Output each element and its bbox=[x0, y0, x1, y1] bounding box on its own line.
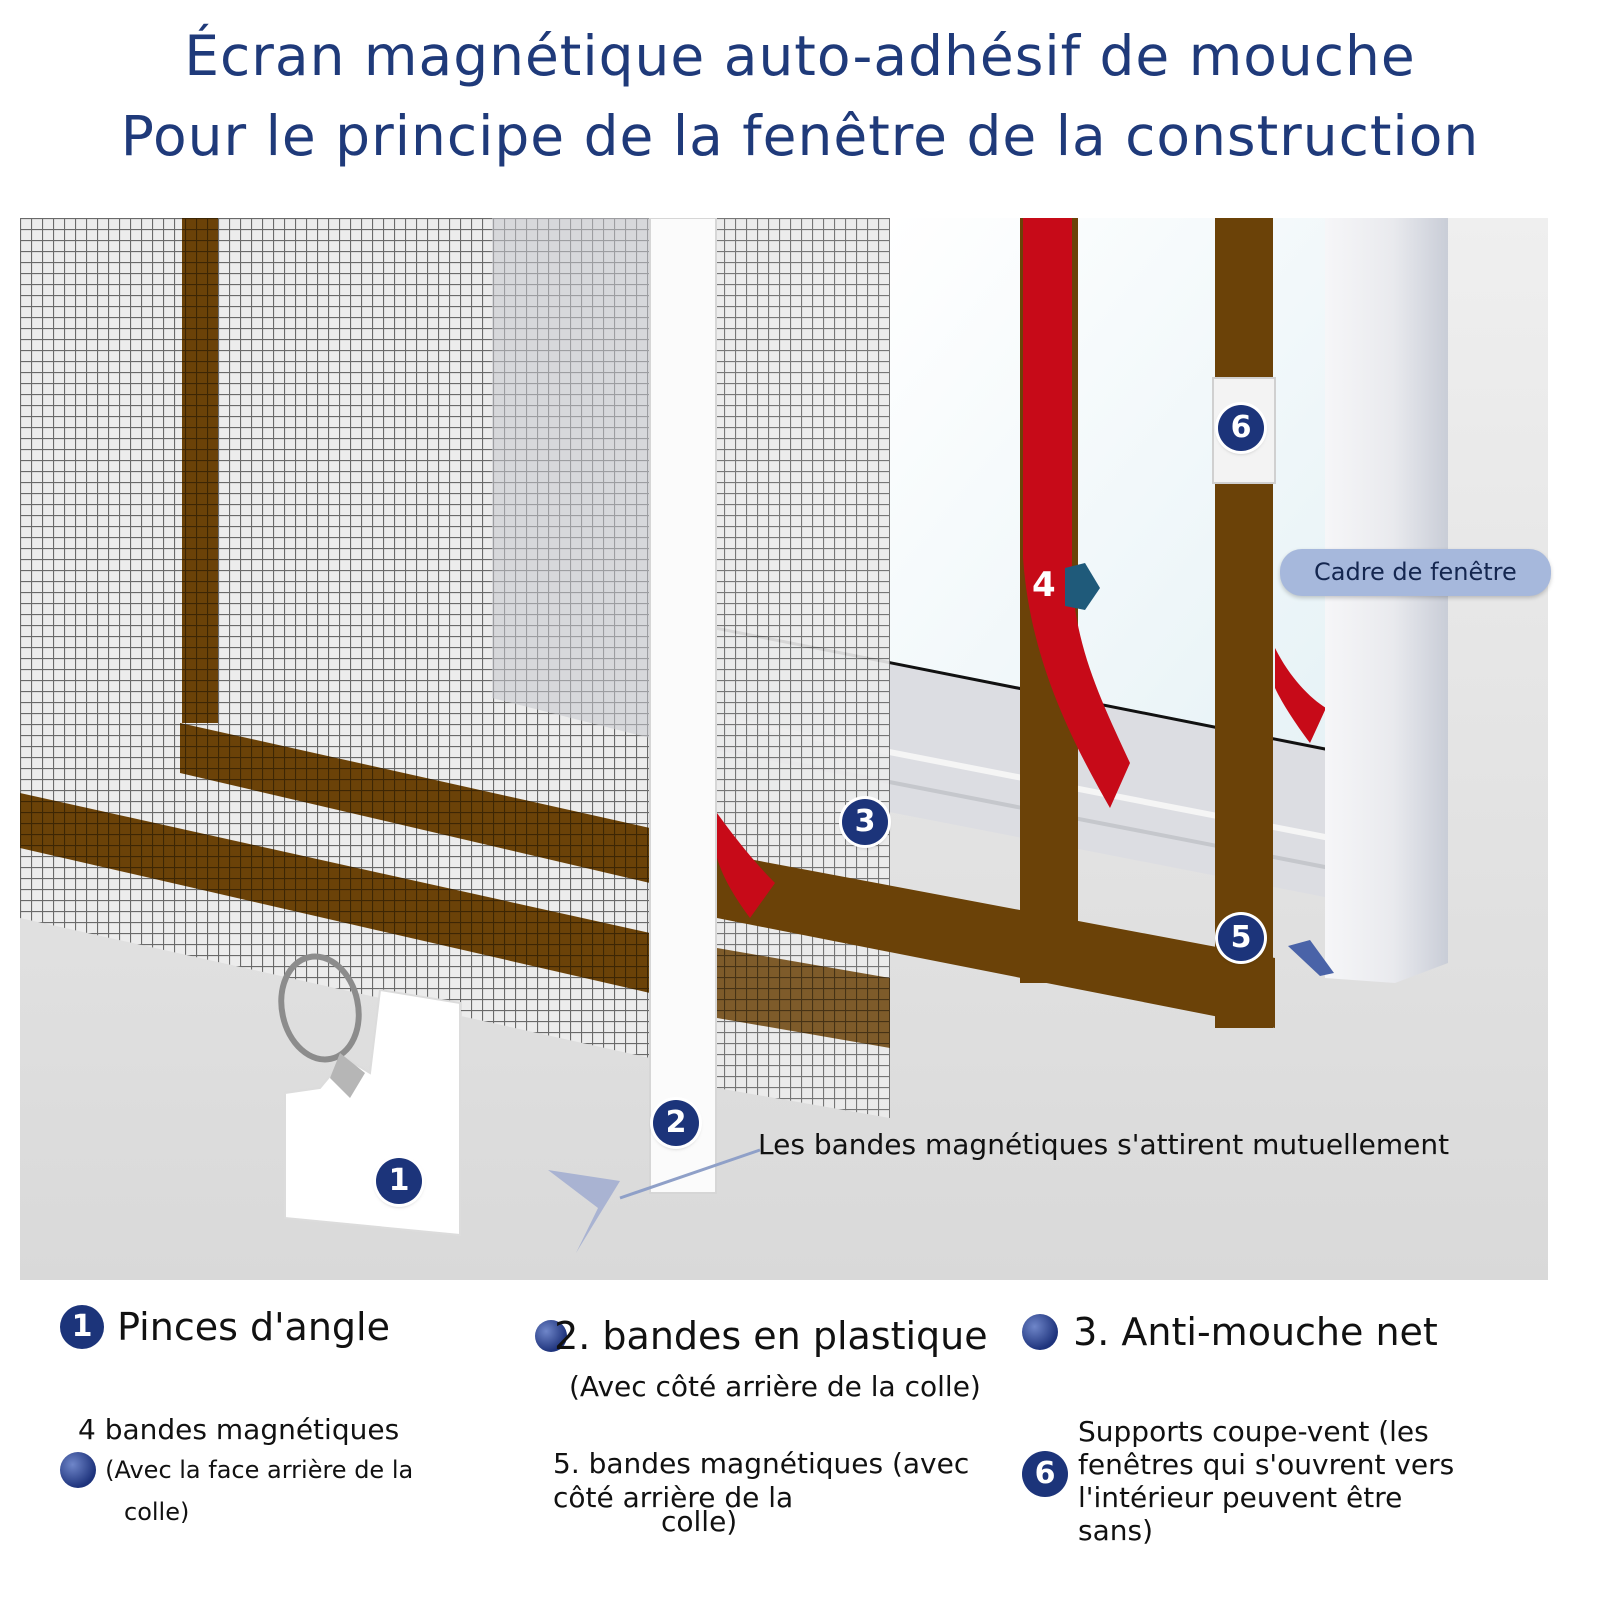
attract-note: Les bandes magnétiques s'attirent mutuel… bbox=[758, 1128, 1450, 1161]
legend-note-row: (Avec la face arrière de la bbox=[60, 1452, 413, 1488]
legend-note-line-2: colle) bbox=[124, 1498, 190, 1526]
legend-item-1: 1 Pinces d'angle bbox=[60, 1305, 390, 1349]
red-magnetic-strip-4 bbox=[1023, 218, 1130, 808]
legend-bullet-icon bbox=[60, 1452, 96, 1488]
window-pane-left bbox=[492, 218, 650, 738]
legend-label-corner-clips: Pinces d'angle bbox=[117, 1305, 390, 1349]
page-title-line-1: Écran magnétique auto-adhésif de mouche bbox=[184, 24, 1416, 88]
magnetic-tape-middle bbox=[717, 948, 890, 1048]
strip-4-tab bbox=[1065, 563, 1100, 610]
legend-note-plastic-strips: (Avec côté arrière de la colle) bbox=[569, 1370, 981, 1403]
corner-clip-hinge bbox=[330, 1053, 365, 1098]
legend-label-6-line-3: l'intérieur peuvent être bbox=[1078, 1481, 1403, 1514]
legend-label-5-line-1: 5. bandes magnétiques (avec bbox=[553, 1447, 970, 1480]
legend-label-plastic-strips: 2. bandes en plastique bbox=[554, 1314, 988, 1358]
legend-item-6: 6 Supports coupe-vent (les fenêtres qui … bbox=[1022, 1415, 1454, 1547]
red-magnetic-strip-left bbox=[717, 813, 775, 918]
magnetic-tape-lower bbox=[20, 793, 650, 993]
legend-label-5-line-2: côté arrière de la bbox=[553, 1481, 794, 1514]
window-screen-diagram bbox=[20, 218, 1548, 1280]
legend-item-3: 3. Anti-mouche net bbox=[1022, 1310, 1438, 1354]
legend-label-5-line-3: colle) bbox=[661, 1505, 738, 1538]
legend-note-line-1: (Avec la face arrière de la bbox=[105, 1456, 414, 1484]
marker-5: 5 bbox=[1218, 915, 1264, 961]
legend-bullet-icon bbox=[535, 1320, 567, 1352]
legend-label-magnetic-strips-4: 4 bandes magnétiques bbox=[78, 1413, 400, 1446]
legend-label-6-line-4: sans) bbox=[1078, 1514, 1154, 1547]
legend-item-2: 2. bandes en plastique (Avec côté arrièr… bbox=[535, 1314, 988, 1403]
legend-number-6: 6 bbox=[1022, 1451, 1068, 1497]
page-title-line-2: Pour le principe de la fenêtre de la con… bbox=[120, 104, 1480, 168]
legend-item-4: 4 bandes magnétiques (Avec la face arriè… bbox=[60, 1413, 413, 1526]
pointer-arrow-right bbox=[1288, 940, 1334, 976]
marker-6: 6 bbox=[1218, 405, 1264, 451]
legend-number-1: 1 bbox=[60, 1305, 104, 1349]
corner-clip-ring bbox=[278, 953, 362, 1063]
pointer-arrow-left bbox=[548, 1170, 620, 1253]
window-frame-label: Cadre de fenêtre bbox=[1280, 549, 1551, 596]
magnetic-tape-right-b bbox=[1215, 218, 1273, 1028]
legend-label-6-line-1: Supports coupe-vent (les bbox=[1078, 1415, 1429, 1448]
legend-label-6-line-2: fenêtres qui s'ouvrent vers bbox=[1078, 1448, 1455, 1481]
magnetic-tape-bottom-right bbox=[717, 853, 1275, 1028]
magnetic-tape-vertical bbox=[182, 218, 218, 723]
marker-3: 3 bbox=[842, 799, 888, 845]
window-frame-post bbox=[1325, 218, 1448, 983]
legend-bullet-icon bbox=[1022, 1314, 1058, 1350]
magnetic-tape-horizontal bbox=[180, 723, 650, 883]
pointer-line bbox=[619, 1148, 761, 1200]
legend-item-5: 5. bandes magnétiques (avec côté arrière… bbox=[553, 1447, 969, 1539]
red-magnetic-strip-right bbox=[1275, 648, 1326, 743]
legend-label-fly-net: 3. Anti-mouche net bbox=[1073, 1310, 1438, 1354]
marker-1: 1 bbox=[376, 1158, 422, 1204]
marker-2: 2 bbox=[653, 1100, 699, 1146]
plastic-strip bbox=[649, 218, 717, 1194]
marker-4: 4 bbox=[1032, 565, 1056, 605]
